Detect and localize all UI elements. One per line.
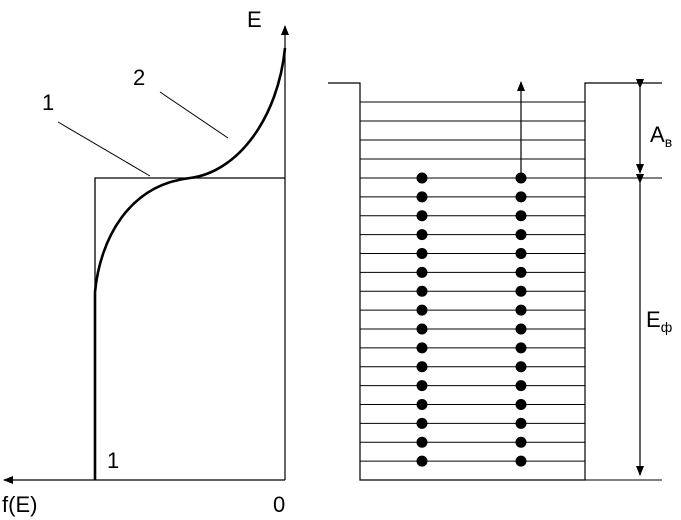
electron-dot (515, 248, 527, 259)
electron-dot (515, 455, 527, 467)
fermi-energy-label: Eф (646, 307, 672, 335)
electron-dot (515, 229, 527, 241)
work-function-label: Aв (650, 122, 672, 150)
well-outline (328, 82, 662, 481)
electron-dot (416, 380, 428, 392)
leader-line-1 (57, 121, 151, 177)
electron-dot (515, 323, 527, 335)
electron-dot (416, 172, 428, 184)
electron-dot (515, 285, 527, 297)
potential-well: Aв Eф (328, 79, 672, 481)
smooth-curve (93, 47, 287, 480)
electron-dot (416, 342, 428, 354)
electron-dot (416, 399, 428, 410)
electron-dot (515, 304, 527, 316)
electron-dot (416, 361, 428, 373)
electron-dot (416, 323, 428, 335)
origin-label: 0 (273, 492, 285, 517)
electron-dot (416, 436, 428, 448)
distribution-plot: E f(E) 0 1 2 1 (2, 7, 289, 517)
electron-dot (416, 285, 428, 297)
step-curve (94, 177, 285, 480)
energy-levels (360, 101, 585, 462)
electron-dot (515, 399, 527, 410)
electron-dot (515, 266, 527, 278)
electron-dot (416, 229, 428, 241)
electron-dot (416, 248, 428, 259)
leader-line-2 (159, 91, 229, 139)
curve-label-1-top: 1 (42, 90, 54, 115)
electron-dot (515, 380, 527, 392)
electron-dot (515, 436, 527, 448)
electron-dot (416, 191, 428, 203)
electrons (416, 172, 527, 467)
electron-dot (416, 417, 428, 429)
curve-label-1-bottom: 1 (107, 448, 119, 473)
electron-dot (416, 304, 428, 316)
e-axis-label: E (247, 7, 262, 32)
electron-dot (416, 455, 428, 467)
curve-label-2: 2 (133, 65, 145, 90)
electron-dot (515, 342, 527, 354)
electron-dot (515, 361, 527, 373)
electron-dot (416, 266, 428, 278)
electron-dot (515, 191, 527, 203)
electron-dot (515, 417, 527, 429)
electron-dot (416, 210, 428, 222)
electron-dot (515, 210, 527, 222)
f-axis-label: f(E) (2, 492, 37, 517)
